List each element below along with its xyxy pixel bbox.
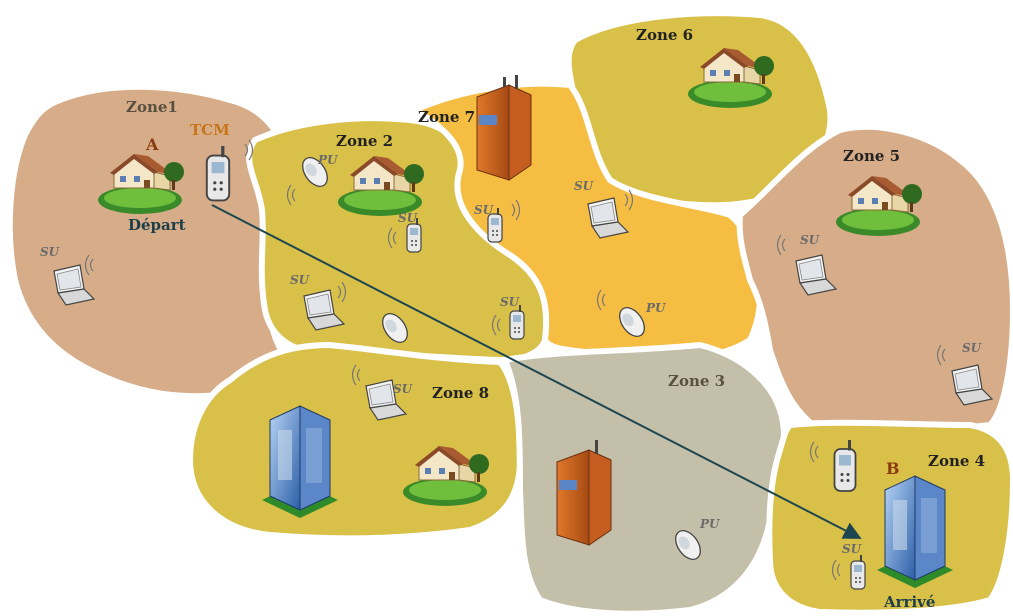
arrival-label: Arrivé <box>883 593 935 611</box>
departure-label: Départ <box>128 216 186 234</box>
tcm-label: TCM <box>190 121 230 139</box>
zone-label: Zone 5 <box>843 147 900 165</box>
zone-label: Zone 6 <box>636 26 693 44</box>
su-tag: SU <box>290 273 311 287</box>
zone3-area <box>500 341 788 616</box>
zone1-area <box>6 83 295 400</box>
office-building-icon <box>262 405 338 518</box>
zone5-area <box>736 123 1013 436</box>
zone-label: Zone 7 <box>418 108 475 126</box>
zone-label: Zone 8 <box>432 384 489 402</box>
pu-tag: PU <box>645 301 667 315</box>
pu-tag: PU <box>699 517 721 531</box>
point-a-label: A <box>145 135 159 154</box>
su-tag: SU <box>842 542 863 556</box>
path-arrow <box>211 204 862 539</box>
su-tag: SU <box>40 245 61 259</box>
zone-label: Zone1 <box>126 98 178 116</box>
office-building-icon <box>877 475 953 588</box>
zone-label: Zone 4 <box>928 452 985 470</box>
zone-label: Zone 2 <box>336 132 393 150</box>
su-tag: SU <box>574 179 595 193</box>
su-tag: SU <box>393 382 414 396</box>
zone-label: Zone 3 <box>668 372 725 390</box>
su-tag: SU <box>962 341 983 355</box>
su-tag: SU <box>500 295 521 309</box>
su-tag: SU <box>474 203 495 217</box>
tower-building-icon <box>556 440 612 546</box>
su-tag: SU <box>398 211 419 225</box>
tower-building-icon <box>476 75 532 181</box>
pu-tag: PU <box>317 153 339 167</box>
su-tag: SU <box>800 233 821 247</box>
zone8-area <box>186 341 524 542</box>
point-b-label: B <box>886 459 900 478</box>
